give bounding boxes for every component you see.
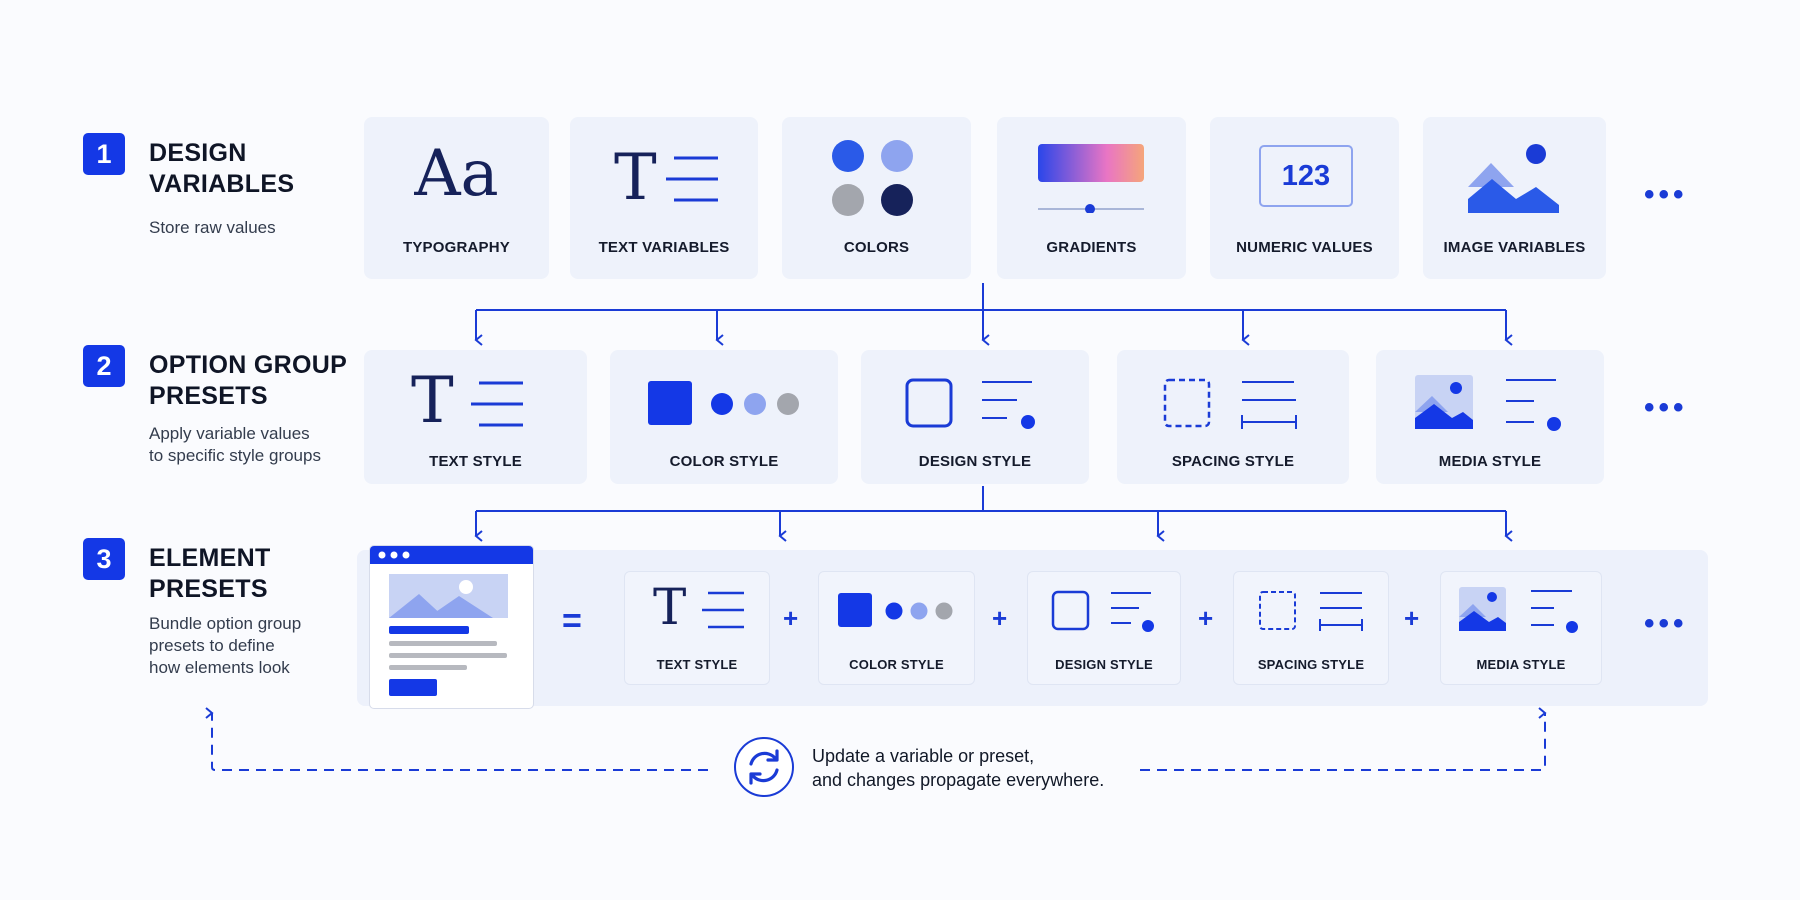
heading-bar xyxy=(389,626,469,634)
element-color-style-label: COLOR STYLE xyxy=(849,657,944,672)
section-1-title-line-1: DESIGN xyxy=(149,139,247,167)
plus-sign: + xyxy=(992,603,1008,633)
plus-sign: + xyxy=(1198,603,1214,633)
media-style-card[interactable]: MEDIA STYLE xyxy=(1376,350,1604,484)
color-style-label: COLOR STYLE xyxy=(669,453,779,470)
colors-label: COLORS xyxy=(843,239,910,256)
image-variables-label: IMAGE VARIABLES xyxy=(1443,239,1586,256)
section-3-desc-line-2: presets to define xyxy=(149,636,275,655)
section-1-description: Store raw values xyxy=(149,217,379,239)
text-variables-card[interactable]: T TEXT VARIABLES xyxy=(570,117,758,279)
lines-icon xyxy=(702,591,744,629)
image-icon xyxy=(1468,144,1559,213)
window-dots-icon xyxy=(378,551,410,559)
color-style-icon xyxy=(648,381,799,425)
numeric-values-card[interactable]: 123 NUMERIC VALUES xyxy=(1210,117,1399,279)
step-2-badge: 2 xyxy=(83,345,125,387)
text-variables-icon: T xyxy=(614,141,657,215)
color-style-card[interactable]: COLOR STYLE xyxy=(610,350,838,484)
text-variables-label: TEXT VARIABLES xyxy=(598,239,730,256)
color-swatches-icon xyxy=(832,140,913,216)
text-style-icon: T xyxy=(653,578,687,636)
row2-more-indicator: ••• xyxy=(1644,391,1688,424)
section-3-title: ELEMENT PRESETS xyxy=(149,543,369,605)
section-1-title-line-2: VARIABLES xyxy=(149,170,295,198)
element-preview[interactable] xyxy=(369,545,534,709)
spacing-style-icon xyxy=(1163,378,1297,429)
row3-more-indicator: ••• xyxy=(1644,607,1688,640)
step-3-badge: 3 xyxy=(83,538,125,580)
plus-sign: + xyxy=(1404,603,1420,633)
element-text-style-label: TEXT STYLE xyxy=(656,657,738,672)
footer-text-line-1: Update a variable or preset, xyxy=(812,746,1035,766)
numeric-box-icon: 123 xyxy=(1259,145,1353,207)
element-spacing-style-label: SPACING STYLE xyxy=(1257,657,1365,672)
section-2-desc-line-1: Apply variable values xyxy=(149,424,310,443)
section-3-description: Bundle option group presets to define ho… xyxy=(149,613,379,679)
section-2-title-line-2: PRESETS xyxy=(149,382,268,410)
section-1-desc-line-1: Store raw values xyxy=(149,218,276,237)
section-2-description: Apply variable values to specific style … xyxy=(149,423,379,467)
footer-text: Update a variable or preset, and changes… xyxy=(812,744,1104,792)
numeric-values-label: NUMERIC VALUES xyxy=(1236,239,1373,256)
element-design-style-label: DESIGN STYLE xyxy=(1055,657,1153,672)
section-3-title-line-2: PRESETS xyxy=(149,575,268,603)
typography-card[interactable]: Aa TYPOGRAPHY xyxy=(364,117,549,279)
section-2-title-line-1: OPTION GROUP xyxy=(149,351,348,379)
sync-icon xyxy=(734,737,794,797)
element-media-style-card[interactable]: MEDIA STYLE xyxy=(1440,571,1602,685)
element-spacing-style-card[interactable]: SPACING STYLE xyxy=(1233,571,1389,685)
colors-card[interactable]: COLORS xyxy=(782,117,971,279)
plus-sign: + xyxy=(783,603,799,633)
color-style-icon xyxy=(838,593,953,627)
typography-icon: Aa xyxy=(414,137,499,211)
gradients-card[interactable]: GRADIENTS xyxy=(997,117,1186,279)
image-variables-card[interactable]: IMAGE VARIABLES xyxy=(1423,117,1606,279)
element-media-style-label: MEDIA STYLE xyxy=(1476,657,1566,672)
spacing-style-card[interactable]: SPACING STYLE xyxy=(1117,350,1349,484)
step-1-badge: 1 xyxy=(83,133,125,175)
text-line xyxy=(389,641,497,646)
design-style-card[interactable]: DESIGN STYLE xyxy=(861,350,1089,484)
design-style-label: DESIGN STYLE xyxy=(918,453,1032,470)
section-3-desc-line-1: Bundle option group xyxy=(149,614,302,633)
row1-more-indicator: ••• xyxy=(1644,178,1688,211)
design-style-icon xyxy=(905,378,1035,429)
typography-label: TYPOGRAPHY xyxy=(402,239,510,256)
lines-icon xyxy=(471,381,523,427)
media-style-icon xyxy=(1459,587,1578,633)
spacing-style-icon xyxy=(1259,591,1363,631)
text-line xyxy=(389,653,507,658)
button-shape xyxy=(389,679,437,696)
media-style-label: MEDIA STYLE xyxy=(1438,453,1542,470)
element-text-style-card[interactable]: T TEXT STYLE xyxy=(624,571,770,685)
spacing-style-label: SPACING STYLE xyxy=(1171,453,1295,470)
text-style-icon: T xyxy=(411,364,454,438)
section-2-title: OPTION GROUP PRESETS xyxy=(149,350,369,412)
lines-icon xyxy=(666,156,718,202)
element-design-style-card[interactable]: DESIGN STYLE xyxy=(1027,571,1181,685)
section-3-title-line-1: ELEMENT xyxy=(149,544,271,572)
element-color-style-card[interactable]: COLOR STYLE xyxy=(818,571,975,685)
section-2-desc-line-2: to specific style groups xyxy=(149,446,321,465)
footer-text-line-2: and changes propagate everywhere. xyxy=(812,770,1105,790)
gradients-label: GRADIENTS xyxy=(1046,239,1137,256)
section-3-desc-line-3: how elements look xyxy=(149,658,290,677)
browser-bar xyxy=(370,546,533,564)
gradient-slider-icon xyxy=(1038,144,1144,213)
text-line xyxy=(389,665,467,670)
section-1-title: DESIGN VARIABLES xyxy=(149,138,369,200)
text-style-label: TEXT STYLE xyxy=(429,453,522,470)
media-style-icon xyxy=(1415,375,1561,431)
hero-image-icon xyxy=(389,574,508,618)
text-style-card[interactable]: T TEXT STYLE xyxy=(364,350,587,484)
design-style-icon xyxy=(1051,590,1154,632)
equals-sign: = xyxy=(562,602,582,640)
